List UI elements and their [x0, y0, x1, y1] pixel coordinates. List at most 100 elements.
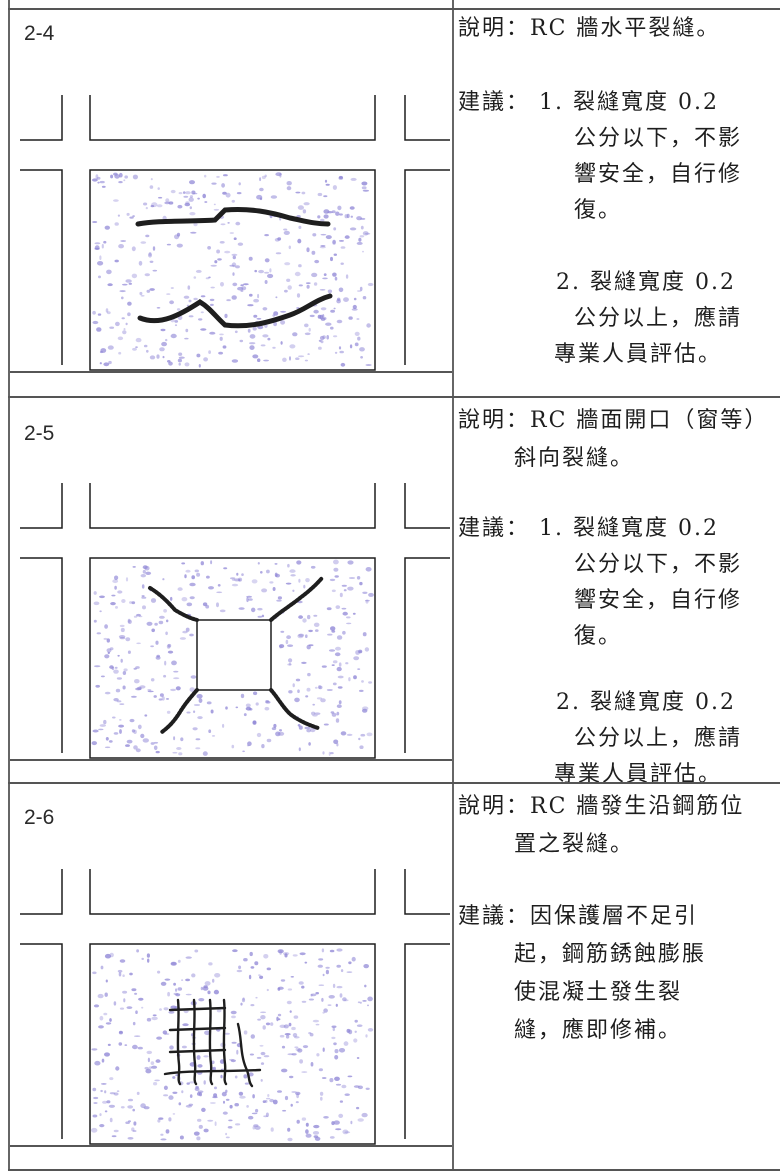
concrete-speckle [101, 185, 106, 188]
concrete-speckle [172, 1076, 176, 1079]
concrete-speckle [146, 1017, 152, 1022]
concrete-speckle [333, 335, 338, 338]
concrete-speckle [253, 1124, 259, 1127]
concrete-speckle [197, 1064, 203, 1068]
concrete-speckle [189, 633, 194, 637]
concrete-speckle [304, 323, 309, 328]
concrete-speckle [214, 1086, 217, 1090]
concrete-speckle [235, 265, 240, 269]
concrete-speckle [330, 256, 333, 262]
column-line [20, 557, 63, 753]
concrete-speckle [105, 737, 109, 741]
concrete-speckle [113, 732, 119, 735]
concrete-speckle [311, 711, 316, 716]
concrete-speckle [296, 1119, 300, 1124]
concrete-speckle [338, 662, 342, 667]
figure-opening-crack [10, 398, 452, 782]
concrete-speckle [332, 239, 336, 245]
concrete-speckle [163, 674, 167, 678]
concrete-speckle [301, 985, 305, 989]
concrete-speckle [170, 962, 177, 966]
concrete-speckle [357, 290, 362, 292]
concrete-speckle [333, 1042, 337, 1046]
concrete-speckle [255, 996, 258, 999]
concrete-speckle [224, 1032, 230, 1035]
concrete-speckle [189, 212, 196, 216]
concrete-speckle [225, 1132, 228, 1136]
concrete-speckle [118, 244, 124, 249]
concrete-speckle [132, 174, 138, 180]
concrete-speckle [129, 601, 133, 604]
concrete-speckle [156, 1036, 163, 1040]
concrete-speckle [252, 1094, 255, 1099]
concrete-speckle [185, 627, 190, 632]
concrete-speckle [313, 282, 318, 286]
concrete-speckle [182, 630, 188, 634]
concrete-speckle [342, 630, 346, 635]
concrete-speckle [256, 317, 262, 320]
concrete-speckle [155, 1059, 161, 1063]
concrete-speckle [338, 700, 342, 705]
concrete-speckle [134, 679, 140, 684]
concrete-speckle [332, 272, 337, 277]
concrete-speckle [93, 1102, 98, 1104]
concrete-speckle [349, 227, 357, 231]
concrete-speckle [307, 672, 311, 677]
concrete-speckle [200, 986, 204, 991]
concrete-speckle [259, 975, 264, 979]
concrete-speckle [115, 1066, 120, 1071]
concrete-speckle [150, 205, 155, 208]
concrete-speckle [231, 199, 235, 203]
concrete-speckle [301, 1000, 307, 1003]
concrete-speckle [190, 231, 197, 234]
concrete-speckle [318, 346, 322, 350]
concrete-speckle [109, 1018, 112, 1022]
concrete-speckle [249, 342, 256, 345]
concrete-speckle [331, 1121, 335, 1126]
concrete-speckle [175, 988, 178, 992]
concrete-speckle [312, 1131, 320, 1135]
concrete-speckle [124, 175, 128, 179]
concrete-speckle [266, 738, 272, 743]
suggestion-line: 公分以上，應請 [574, 306, 743, 331]
concrete-speckle [248, 974, 252, 980]
concrete-speckle [341, 607, 347, 610]
concrete-speckle [320, 307, 327, 311]
concrete-speckle [361, 680, 364, 683]
concrete-speckle [204, 1030, 211, 1036]
concrete-speckle [190, 675, 197, 679]
concrete-speckle [176, 308, 181, 311]
concrete-speckle [284, 1033, 291, 1036]
concrete-speckle [317, 192, 323, 197]
concrete-speckle [149, 288, 155, 291]
concrete-speckle [295, 678, 301, 682]
concrete-speckle [251, 1112, 258, 1115]
concrete-speckle [258, 974, 261, 976]
concrete-speckle [186, 711, 191, 714]
concrete-speckle [285, 639, 289, 645]
concrete-speckle [327, 633, 333, 636]
concrete-speckle [297, 238, 302, 244]
concrete-speckle [123, 668, 128, 672]
concrete-speckle [150, 645, 155, 648]
concrete-speckle [213, 203, 216, 206]
concrete-speckle [314, 712, 321, 715]
figure-label: 2-5 [24, 422, 55, 445]
concrete-speckle [247, 328, 251, 333]
concrete-speckle [298, 981, 304, 985]
concrete-speckle [284, 289, 288, 293]
concrete-speckle [164, 660, 167, 666]
concrete-speckle [142, 569, 146, 574]
concrete-speckle [231, 295, 237, 300]
concrete-speckle [243, 283, 249, 286]
concrete-speckle [93, 1096, 99, 1100]
concrete-speckle [239, 339, 244, 343]
concrete-speckle [261, 614, 265, 618]
concrete-speckle [225, 706, 228, 710]
concrete-speckle [359, 1001, 362, 1004]
concrete-speckle [356, 241, 363, 245]
concrete-speckle [171, 660, 177, 666]
concrete-speckle [240, 284, 244, 287]
concrete-speckle [318, 958, 324, 961]
diagonal-crack [269, 576, 324, 622]
